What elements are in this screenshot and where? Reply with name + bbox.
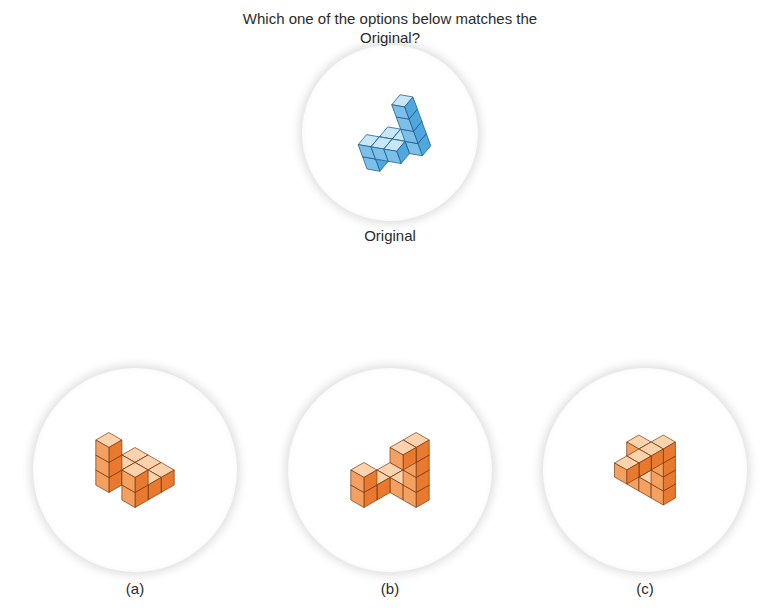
- option-label: (b): [288, 580, 492, 597]
- option-label: (a): [33, 580, 237, 597]
- circle-background: [33, 368, 237, 572]
- option-circle: (a): [33, 368, 237, 599]
- circle-background: [543, 368, 747, 572]
- circle-background: [288, 368, 492, 572]
- cube-figure: [33, 368, 237, 572]
- cube-figure: [288, 368, 492, 572]
- option-circle: Original: [302, 45, 478, 246]
- option-circle: (b): [288, 368, 492, 599]
- option-circle: (c): [543, 368, 747, 599]
- option-label: (c): [543, 580, 747, 597]
- option-label: Original: [302, 227, 478, 244]
- circle-background: [302, 45, 478, 221]
- cube-figure: [543, 368, 747, 572]
- cube-figure: [302, 45, 478, 221]
- question-title: Which one of the options below matches t…: [240, 9, 540, 47]
